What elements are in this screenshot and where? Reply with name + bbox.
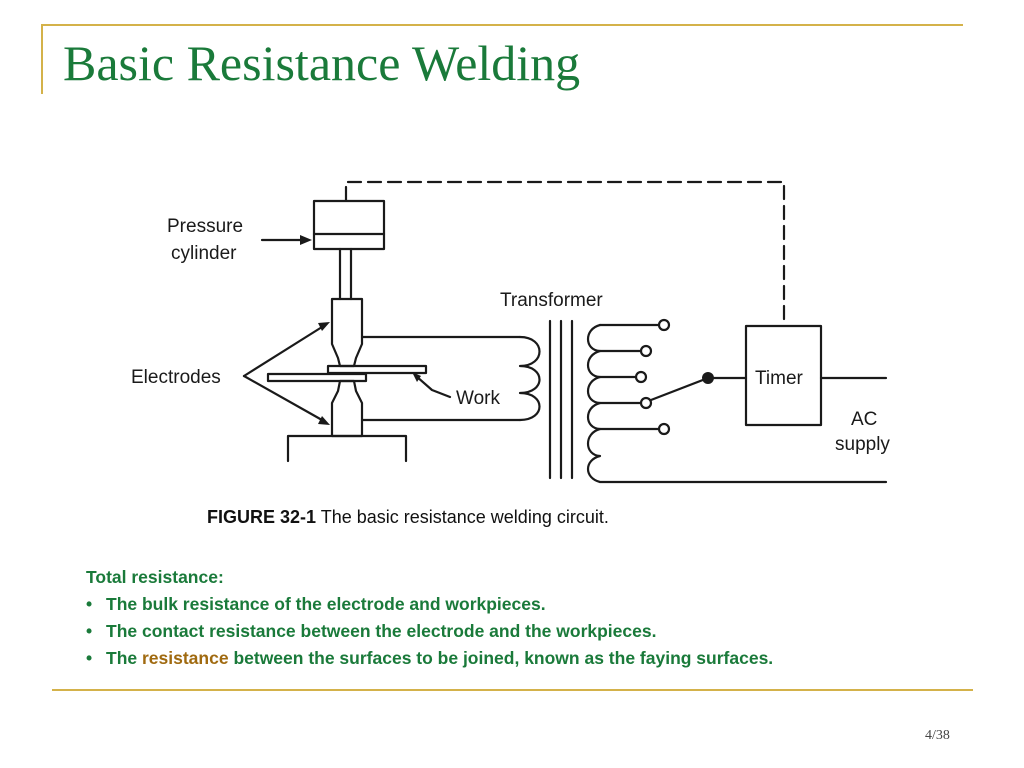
list-item-text: The contact resistance between the elect… [106,621,657,641]
workpiece-top [326,364,428,375]
tap-contact-4 [639,396,653,410]
page-number: 4/38 [925,728,950,743]
slide-title: Basic Resistance Welding [63,35,581,91]
electrodes-upper-arrowhead [318,322,330,331]
list-item-text-after: between the surfaces to be joined, known… [228,648,774,668]
list-item-text: The bulk resistance of the electrode and… [106,594,546,614]
transformer-primary-coil [518,335,541,422]
bullet: • [86,594,93,614]
list-item: • The contact resistance between the elec… [86,618,773,645]
bullet: • [86,621,93,641]
total-resistance-notes: Total resistance: • The bulk resistance o… [86,564,773,672]
tap-contact-2 [639,344,653,358]
tap-contact-5 [657,422,671,436]
upper-electrode [330,297,364,368]
figure-number: FIGURE 32-1 [207,507,317,527]
highlighted-word: resistance [141,648,229,668]
label-pressure-cylinder-1: Pressure [167,216,243,237]
label-ac: AC [851,409,877,430]
bullet: • [86,648,93,668]
control-dashed-line [344,180,786,328]
electrodes-lower-arrowhead [318,416,330,425]
electrodes-pointer-upper [242,325,324,378]
label-supply: supply [835,434,890,455]
label-transformer: Transformer [500,290,603,311]
notes-heading: Total resistance: [86,567,224,587]
tap-contact-1 [657,318,671,332]
list-item-text-before: The [106,648,142,668]
lower-electrode [330,379,364,438]
tap-selector-arm [649,376,710,402]
figure-caption: FIGURE 32-1 The basic resistance welding… [207,507,609,528]
tap-contact-3 [634,370,648,384]
pressure-cylinder [312,199,386,251]
timer-box [744,324,823,427]
selector-pivot [702,372,714,384]
work-arrowhead [412,372,421,382]
machine-base [286,434,408,463]
bottom-rule [52,689,973,691]
figure-caption-text: The basic resistance welding circuit. [320,507,609,527]
list-item: • The bulk resistance of the electrode an… [86,591,773,618]
pressure-cylinder-arrowhead [300,235,312,245]
frame-top-rule [41,24,963,26]
electrodes-pointer-lower [242,374,324,422]
label-electrodes: Electrodes [131,367,221,388]
label-pressure-cylinder-2: cylinder [171,243,237,264]
workpiece-bottom [266,372,368,383]
work-pointer [414,374,452,399]
list-item: • The resistance between the surfaces to … [86,645,773,672]
label-timer: Timer [755,368,804,389]
label-work: Work [456,388,500,409]
frame-left-rule [41,24,43,94]
